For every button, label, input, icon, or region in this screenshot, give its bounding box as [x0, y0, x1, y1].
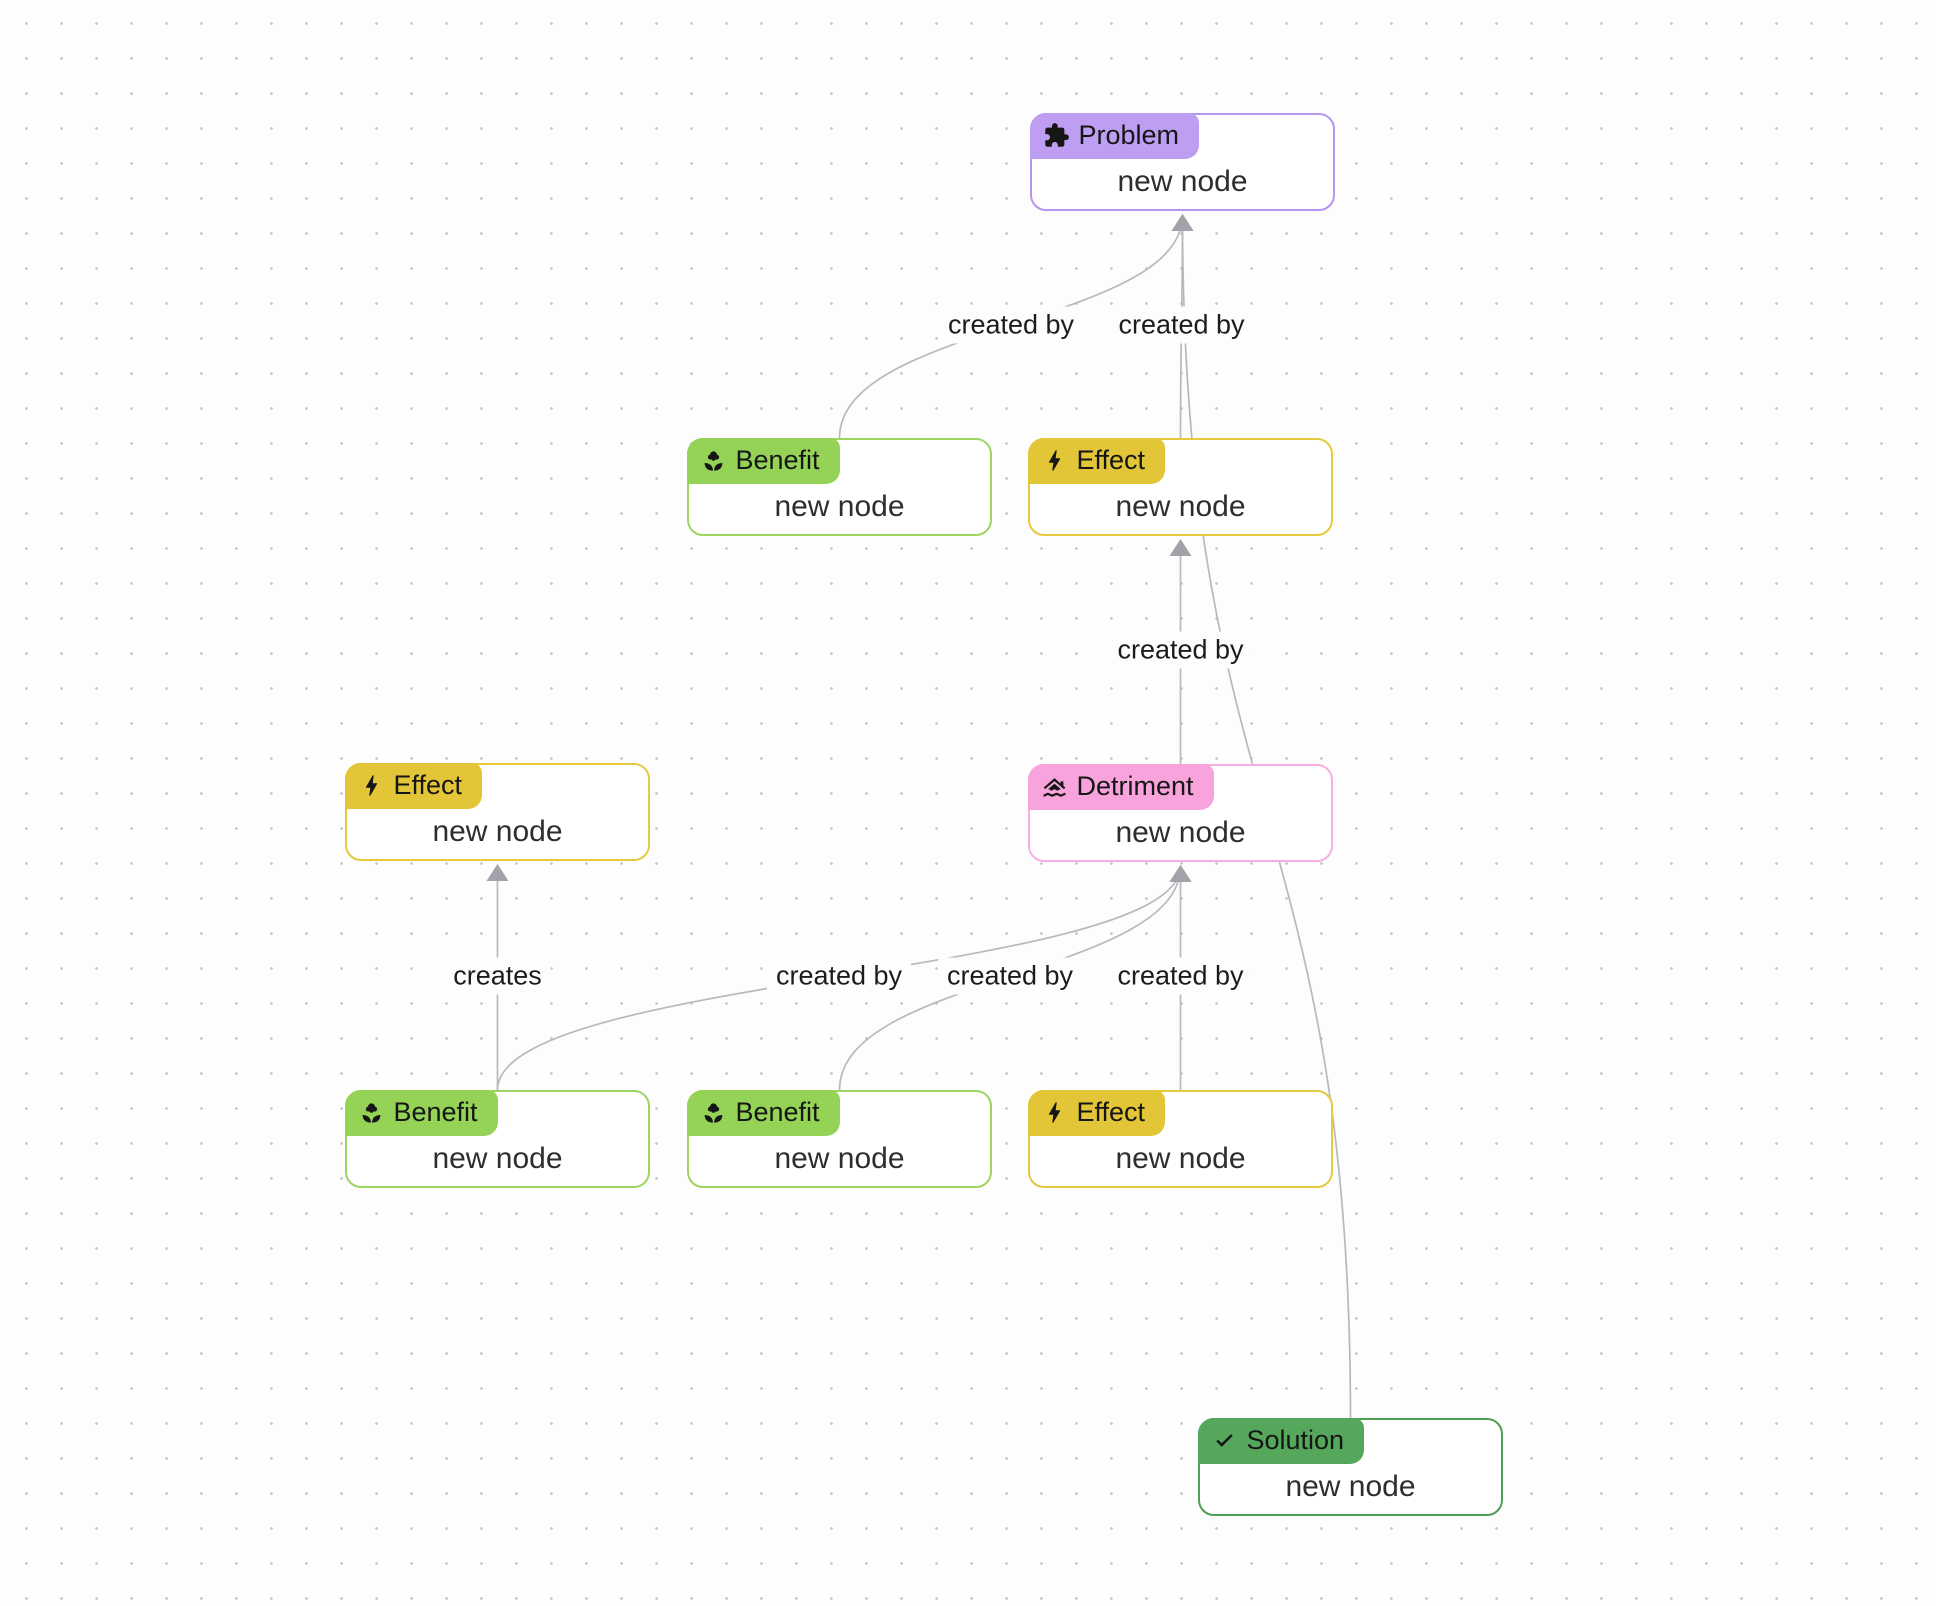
node-benefit-bottom-left[interactable]: Benefit new node — [344, 1089, 650, 1188]
node-title: new node — [432, 815, 563, 848]
flower-icon — [358, 1099, 385, 1126]
bolt-icon — [1041, 1099, 1068, 1126]
badge-label: Detriment — [1076, 771, 1194, 801]
edge-label[interactable]: creates — [444, 957, 551, 994]
node-solution-1[interactable]: Solution new node — [1197, 1417, 1503, 1516]
badge-label: Problem — [1078, 120, 1180, 150]
edge-label[interactable]: created by — [766, 957, 912, 995]
node-title: new node — [1115, 816, 1246, 849]
badge-label: Effect — [1076, 1097, 1146, 1127]
badge-label: Effect — [1076, 445, 1146, 475]
node-effect-bottom[interactable]: Effect new node — [1027, 1089, 1333, 1188]
node-benefit-top[interactable]: Benefit new node — [686, 437, 992, 536]
bolt-icon — [1041, 447, 1068, 474]
badge-label: Benefit — [735, 1097, 820, 1127]
effect-badge: Effect — [344, 762, 483, 809]
effect-badge: Effect — [1027, 1089, 1166, 1136]
edge-label[interactable]: created by — [938, 306, 1084, 343]
node-title: new node — [774, 490, 905, 523]
badge-label: Solution — [1246, 1425, 1345, 1455]
node-effect-left[interactable]: Effect new node — [344, 762, 650, 861]
solution-badge: Solution — [1197, 1417, 1365, 1464]
puzzle-icon — [1043, 122, 1070, 149]
node-title: new node — [1115, 1142, 1246, 1175]
benefit-badge: Benefit — [686, 1089, 840, 1136]
node-title: new node — [774, 1142, 905, 1175]
benefit-badge: Benefit — [344, 1089, 498, 1136]
edge-label[interactable]: created by — [937, 957, 1083, 995]
problem-badge: Problem — [1029, 112, 1200, 159]
node-problem-1[interactable]: Problem new node — [1029, 112, 1335, 211]
node-detriment-1[interactable]: Detriment new node — [1027, 763, 1333, 862]
bolt-icon — [358, 772, 385, 799]
check-icon — [1211, 1427, 1238, 1454]
effect-badge: Effect — [1027, 437, 1166, 484]
benefit-badge: Benefit — [686, 437, 840, 484]
node-title: new node — [1115, 490, 1246, 523]
flower-icon — [700, 447, 727, 474]
edge-label[interactable]: created by — [1108, 957, 1253, 995]
flower-icon — [700, 1099, 727, 1126]
badge-label: Benefit — [393, 1097, 478, 1127]
edge-label[interactable]: created by — [1109, 306, 1254, 343]
badge-label: Benefit — [735, 445, 820, 475]
node-title: new node — [1285, 1470, 1416, 1503]
flood-icon — [1041, 773, 1068, 800]
node-title: new node — [432, 1142, 563, 1175]
detriment-badge: Detriment — [1027, 763, 1214, 810]
node-benefit-bottom-middle[interactable]: Benefit new node — [686, 1089, 992, 1188]
edge-label[interactable]: created by — [1108, 631, 1253, 669]
badge-label: Effect — [393, 770, 463, 800]
node-effect-top[interactable]: Effect new node — [1027, 437, 1333, 536]
node-title: new node — [1117, 165, 1248, 198]
